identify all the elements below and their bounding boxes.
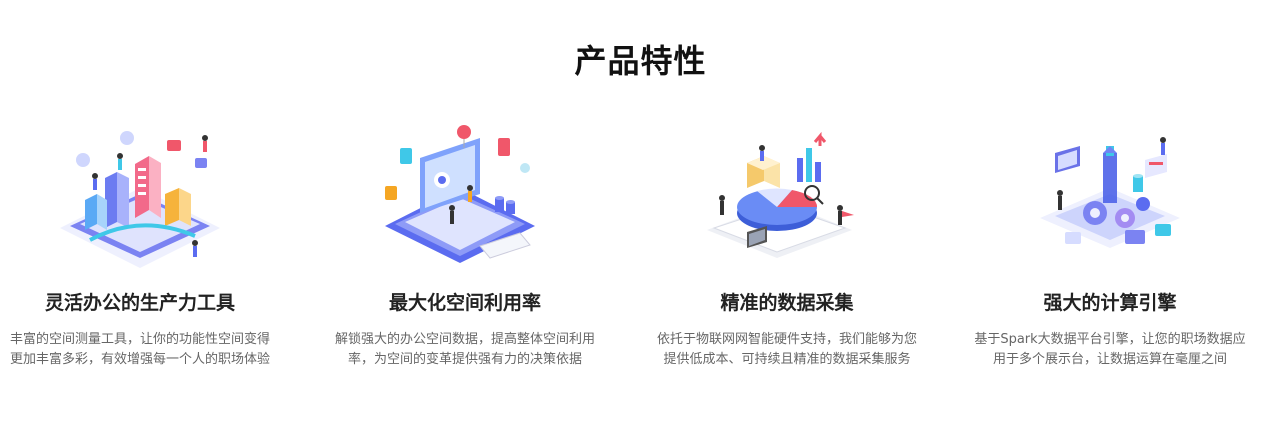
feature-title: 灵活办公的生产力工具 <box>44 292 235 314</box>
feature-description: 基于Spark大数据平台引擎，让您的职场数据应用于多个展示台，让数据运算在毫厘之… <box>974 332 1246 367</box>
data-collection-illustration <box>637 118 937 282</box>
feature-card-flexible-office: 灵活办公的生产力工具 丰富的空间测量工具，让你的功能性空间变得更加丰富多彩，有效… <box>0 118 290 370</box>
feature-card-data-collection: 精准的数据采集 依托于物联网网智能硬件支持，我们能够为您提供低成本、可持续且精准… <box>637 118 937 370</box>
feature-card-computing-engine: 强大的计算引擎 基于Spark大数据平台引擎，让您的职场数据应用于多个展示台，让… <box>960 118 1260 370</box>
feature-title: 最大化空间利用率 <box>388 292 541 314</box>
flexible-office-illustration <box>0 118 290 282</box>
section-title: 产品特性 <box>574 42 707 80</box>
feature-title: 强大的计算引擎 <box>1043 292 1177 314</box>
computing-engine-illustration <box>960 118 1260 282</box>
feature-description: 解锁强大的办公空间数据，提高整体空间利用率，为空间的变革提供强有力的决策依据 <box>334 332 595 367</box>
feature-description: 丰富的空间测量工具，让你的功能性空间变得更加丰富多彩，有效增强每一个人的职场体验 <box>9 332 270 367</box>
feature-description: 依托于物联网网智能硬件支持，我们能够为您提供低成本、可持续且精准的数据采集服务 <box>656 332 917 367</box>
feature-card-space-utilization: 最大化空间利用率 解锁强大的办公空间数据，提高整体空间利用率，为空间的变革提供强… <box>315 118 615 370</box>
space-utilization-illustration <box>315 118 615 282</box>
feature-title: 精准的数据采集 <box>720 292 854 314</box>
